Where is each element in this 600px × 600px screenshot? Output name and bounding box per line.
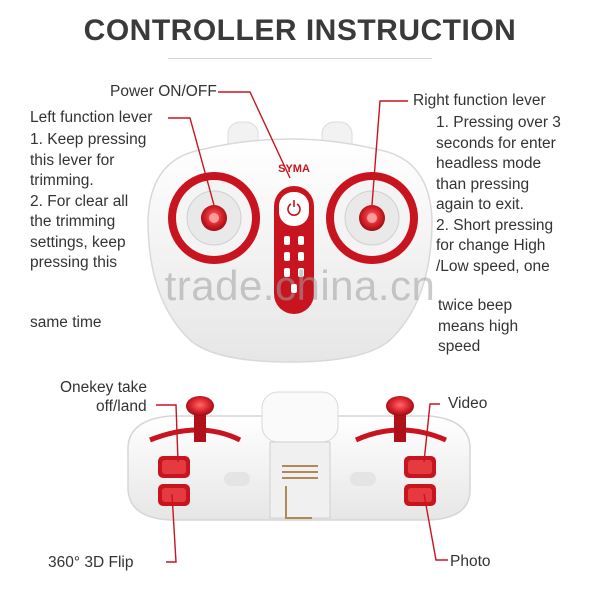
right-instruction-line: headless mode: [436, 155, 542, 172]
left-stick: [168, 172, 260, 264]
right-instruction-tail: twice beep means high speed: [438, 296, 518, 358]
controller-top-view: [127, 391, 471, 521]
left-instruction-tail: same time: [30, 314, 102, 331]
label-photo: Photo: [450, 553, 491, 570]
label-power: Power ON/OFF: [110, 83, 217, 100]
right-instruction-tail-line: speed: [438, 338, 481, 355]
watermark-text: trade.china.cn: [164, 262, 436, 309]
left-instruction-line: this lever for: [30, 151, 115, 169]
page-title: CONTROLLER INSTRUCTION: [83, 14, 517, 47]
right-instruction-line: than pressing: [436, 175, 530, 193]
right-instruction-line: again to exit.: [436, 196, 524, 213]
label-onekey-line2: off/land: [96, 398, 147, 415]
label-video: Video: [448, 395, 488, 412]
button-photo: [404, 484, 436, 506]
controller-front-view: SYMA: [147, 121, 433, 363]
button-onekey: [158, 456, 190, 478]
right-stick-top: [386, 396, 414, 442]
power-icon: [287, 200, 301, 216]
right-instruction-tail-line: means high: [438, 317, 519, 335]
right-instruction-tail-line: twice beep: [438, 297, 513, 314]
left-instruction-line: pressing this: [30, 254, 118, 271]
right-instruction-line: for change High: [436, 237, 546, 254]
label-onekey-line1: Onekey take: [60, 379, 148, 396]
left-instruction-line: the trimming: [30, 213, 116, 230]
right-stick: [326, 172, 418, 264]
callout-lines: [156, 91, 448, 563]
brand-logo: SYMA: [278, 163, 310, 175]
left-instruction-line: settings, keep: [30, 233, 126, 251]
title-divider: [168, 58, 432, 59]
left-instructions: 1. Keep pressing this lever for trimming…: [30, 130, 146, 274]
right-instruction-line: /Low speed, one: [436, 257, 550, 275]
right-instruction-line: 1. Pressing over 3: [436, 114, 561, 131]
button-video: [404, 456, 436, 478]
button-flip: [158, 484, 190, 506]
left-stick-top: [186, 396, 214, 442]
label-left-lever: Left function lever: [30, 109, 153, 126]
right-instruction-line: seconds for enter: [436, 134, 556, 152]
right-instructions: 1. Pressing over 3 seconds for enter hea…: [436, 113, 561, 277]
left-instruction-line: 2. For clear all: [30, 192, 129, 210]
watermark: trade.china.cn: [0, 262, 600, 310]
right-instruction-line: 2. Short pressing: [436, 216, 554, 234]
clamp-spring: [282, 465, 318, 519]
label-flip: 360° 3D Flip: [48, 554, 134, 571]
label-right-lever: Right function lever: [413, 92, 546, 109]
left-instruction-line: 1. Keep pressing: [30, 131, 147, 148]
left-instruction-line: trimming.: [30, 172, 94, 189]
